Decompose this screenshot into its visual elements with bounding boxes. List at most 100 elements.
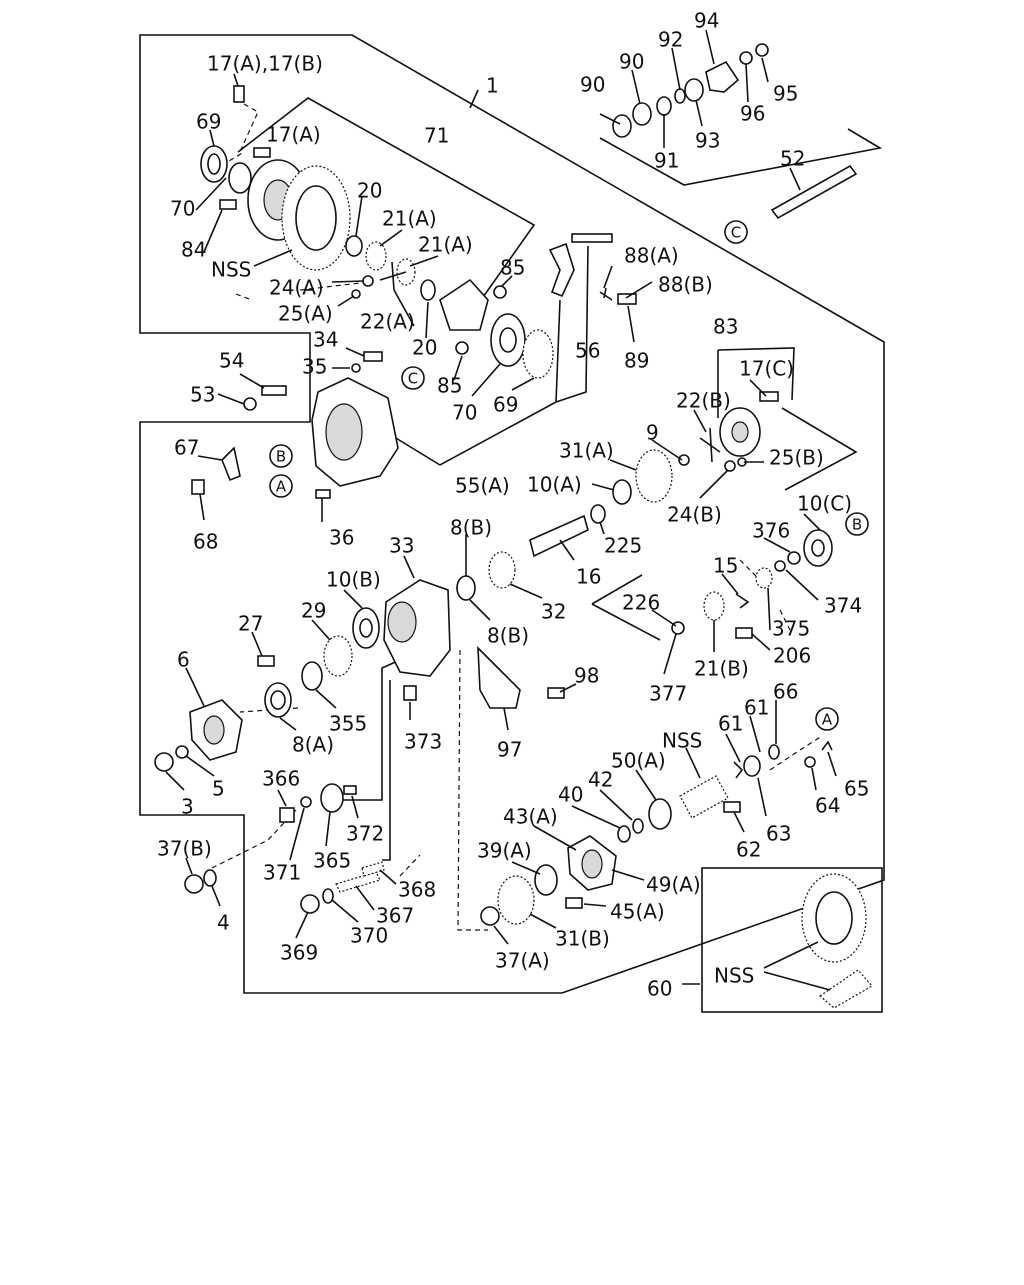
part-label-34: 34 [313, 328, 338, 352]
part-label-8a: 8(A) [292, 733, 334, 757]
reference-marker-b2: B [845, 512, 869, 536]
nut-64 [804, 756, 816, 768]
part-label-56: 56 [575, 339, 600, 363]
part-label-49a: 49(A) [646, 873, 701, 897]
bearing-50a [648, 798, 672, 830]
part-label-98: 98 [574, 664, 599, 688]
gear-375 [755, 567, 773, 589]
thrust-washer-20b [420, 279, 436, 301]
part-label-206: 206 [773, 644, 811, 668]
part-label-65: 65 [844, 777, 869, 801]
pin-65 [821, 740, 833, 751]
part-label-95: 95 [773, 82, 798, 106]
part-label-94: 94 [694, 9, 719, 33]
part-label-96: 96 [740, 102, 765, 126]
bolt-62 [723, 801, 741, 813]
part-label-21a1: 21(A) [382, 207, 437, 231]
reference-marker-c1: C [401, 366, 425, 390]
o-ring-4 [203, 869, 217, 887]
part-label-88a: 88(A) [624, 244, 679, 268]
part-label-61b: 61 [744, 696, 769, 720]
nut-53 [243, 397, 257, 411]
part-label-43a: 43(A) [503, 805, 558, 829]
part-label-67: 67 [174, 436, 199, 460]
part-label-20a: 20 [357, 179, 382, 203]
group-365-line [332, 659, 401, 861]
spring-367 [335, 871, 381, 893]
part-label-85b: 85 [437, 374, 462, 398]
part-label-37a: 37(A) [495, 949, 550, 973]
part-label-371: 371 [263, 861, 301, 885]
reference-marker-circle [815, 707, 839, 731]
part-label-25a: 25(A) [278, 302, 333, 326]
part-label-54: 54 [219, 349, 244, 373]
washer-5 [175, 745, 189, 759]
bolt-206 [735, 627, 753, 639]
spring-368 [361, 861, 385, 877]
washer-376 [787, 551, 801, 565]
spacer-42 [632, 818, 644, 834]
part-label-4: 4 [217, 911, 230, 935]
bolt-17c [759, 391, 779, 402]
flange-94 [705, 60, 740, 93]
shim-40 [617, 825, 631, 843]
part-label-367: 367 [376, 904, 414, 928]
part-label-5: 5 [212, 777, 225, 801]
dowel-pin-36 [315, 489, 331, 499]
nut-95 [755, 43, 769, 57]
shift-fork-97 [477, 645, 521, 709]
bolt-89 [617, 293, 637, 305]
reference-marker-a1: A [269, 474, 293, 498]
spacer-225 [590, 504, 606, 524]
part-label-91: 91 [654, 149, 679, 173]
part-label-375: 375 [772, 617, 810, 641]
bolt-17a [253, 147, 271, 158]
reference-marker-letter: A [822, 711, 833, 729]
pin-88 [599, 287, 613, 301]
bolt-45a [565, 897, 583, 909]
group-71-bracket [237, 97, 536, 325]
pin-372 [343, 785, 357, 795]
bolt-34 [363, 351, 383, 362]
part-label-69a: 69 [196, 110, 221, 134]
part-label-84: 84 [181, 238, 206, 262]
part-label-17a17b: 17(A),17(B) [207, 52, 323, 76]
part-label-9: 9 [646, 421, 659, 445]
part-label-355: 355 [329, 712, 367, 736]
needle-bearing-10a [612, 479, 632, 505]
part-label-42: 42 [588, 768, 613, 792]
bolt-68 [191, 479, 205, 495]
group-83-bracket [717, 347, 858, 491]
part-label-1: 1 [486, 74, 499, 98]
transfer-case-33-bore [387, 601, 417, 643]
side-gear-21a [365, 241, 387, 271]
part-label-27: 27 [238, 612, 263, 636]
reference-marker-letter: B [276, 448, 286, 466]
bolt-27 [257, 655, 275, 667]
nut-3 [154, 752, 174, 772]
part-label-21a2: 21(A) [418, 233, 473, 257]
washer-371 [300, 796, 312, 808]
part-label-90b: 90 [619, 50, 644, 74]
clip-15 [735, 593, 750, 609]
part-label-22b: 22(B) [676, 389, 731, 413]
ring-gear-nss-bore [295, 185, 337, 251]
washer-370 [322, 888, 334, 904]
part-label-53: 53 [190, 383, 215, 407]
plug-373 [403, 685, 417, 701]
part-label-52: 52 [780, 147, 805, 171]
part-label-63: 63 [766, 822, 791, 846]
part-label-373: 373 [404, 730, 442, 754]
part-label-8b2: 8(B) [487, 624, 529, 648]
snap-ring-66 [768, 744, 780, 760]
part-label-10c: 10(C) [797, 492, 852, 516]
reference-marker-c2: C [724, 220, 748, 244]
bearing-63 [743, 755, 761, 777]
differential-case-half [439, 278, 489, 331]
nss-leader-lines [763, 941, 831, 991]
part-label-25b: 25(B) [769, 446, 824, 470]
